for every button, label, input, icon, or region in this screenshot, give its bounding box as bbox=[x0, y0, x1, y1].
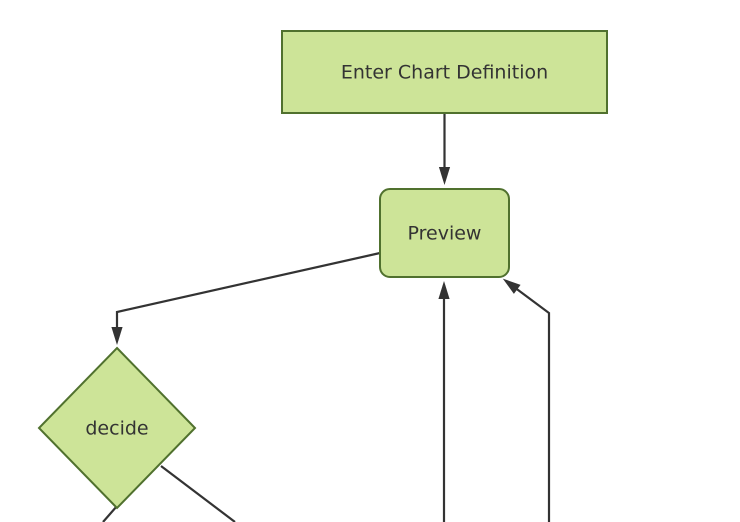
node-enter-chart-definition[interactable]: Enter Chart Definition bbox=[281, 30, 608, 114]
node-label-preview: Preview bbox=[408, 223, 482, 245]
edge-bottom-to-preview bbox=[438, 281, 450, 522]
edge-preview-to-decide bbox=[111, 251, 381, 345]
edge-decide-bottom-right bbox=[160, 465, 236, 522]
arrowhead-icon-preview-bottom-right bbox=[502, 278, 521, 294]
arrowhead-icon-preview-bottom bbox=[438, 281, 450, 299]
edge-enter-to-preview bbox=[438, 113, 451, 185]
edge-line-decide-bottom-left bbox=[102, 505, 118, 522]
node-shape-rounded-rectangle[interactable] bbox=[379, 188, 510, 278]
arrowhead-icon-preview-top bbox=[438, 167, 451, 185]
edge-decide-bottom-left bbox=[102, 505, 118, 522]
node-label-enter-chart-definition: Enter Chart Definition bbox=[341, 62, 548, 84]
edge-right-to-preview bbox=[502, 278, 551, 522]
edge-line-preview-to-decide bbox=[115, 251, 381, 341]
node-preview[interactable]: Preview bbox=[379, 188, 510, 278]
node-decide[interactable]: decide bbox=[37, 346, 197, 510]
node-shape-rectangle[interactable] bbox=[281, 30, 608, 114]
arrowhead-icon-decide-top bbox=[111, 327, 123, 345]
node-label-decide: decide bbox=[85, 418, 148, 440]
node-shape-diamond[interactable] bbox=[37, 346, 197, 510]
edge-line-right-to-preview bbox=[505, 280, 551, 522]
edge-line-decide-bottom-right bbox=[160, 465, 236, 522]
